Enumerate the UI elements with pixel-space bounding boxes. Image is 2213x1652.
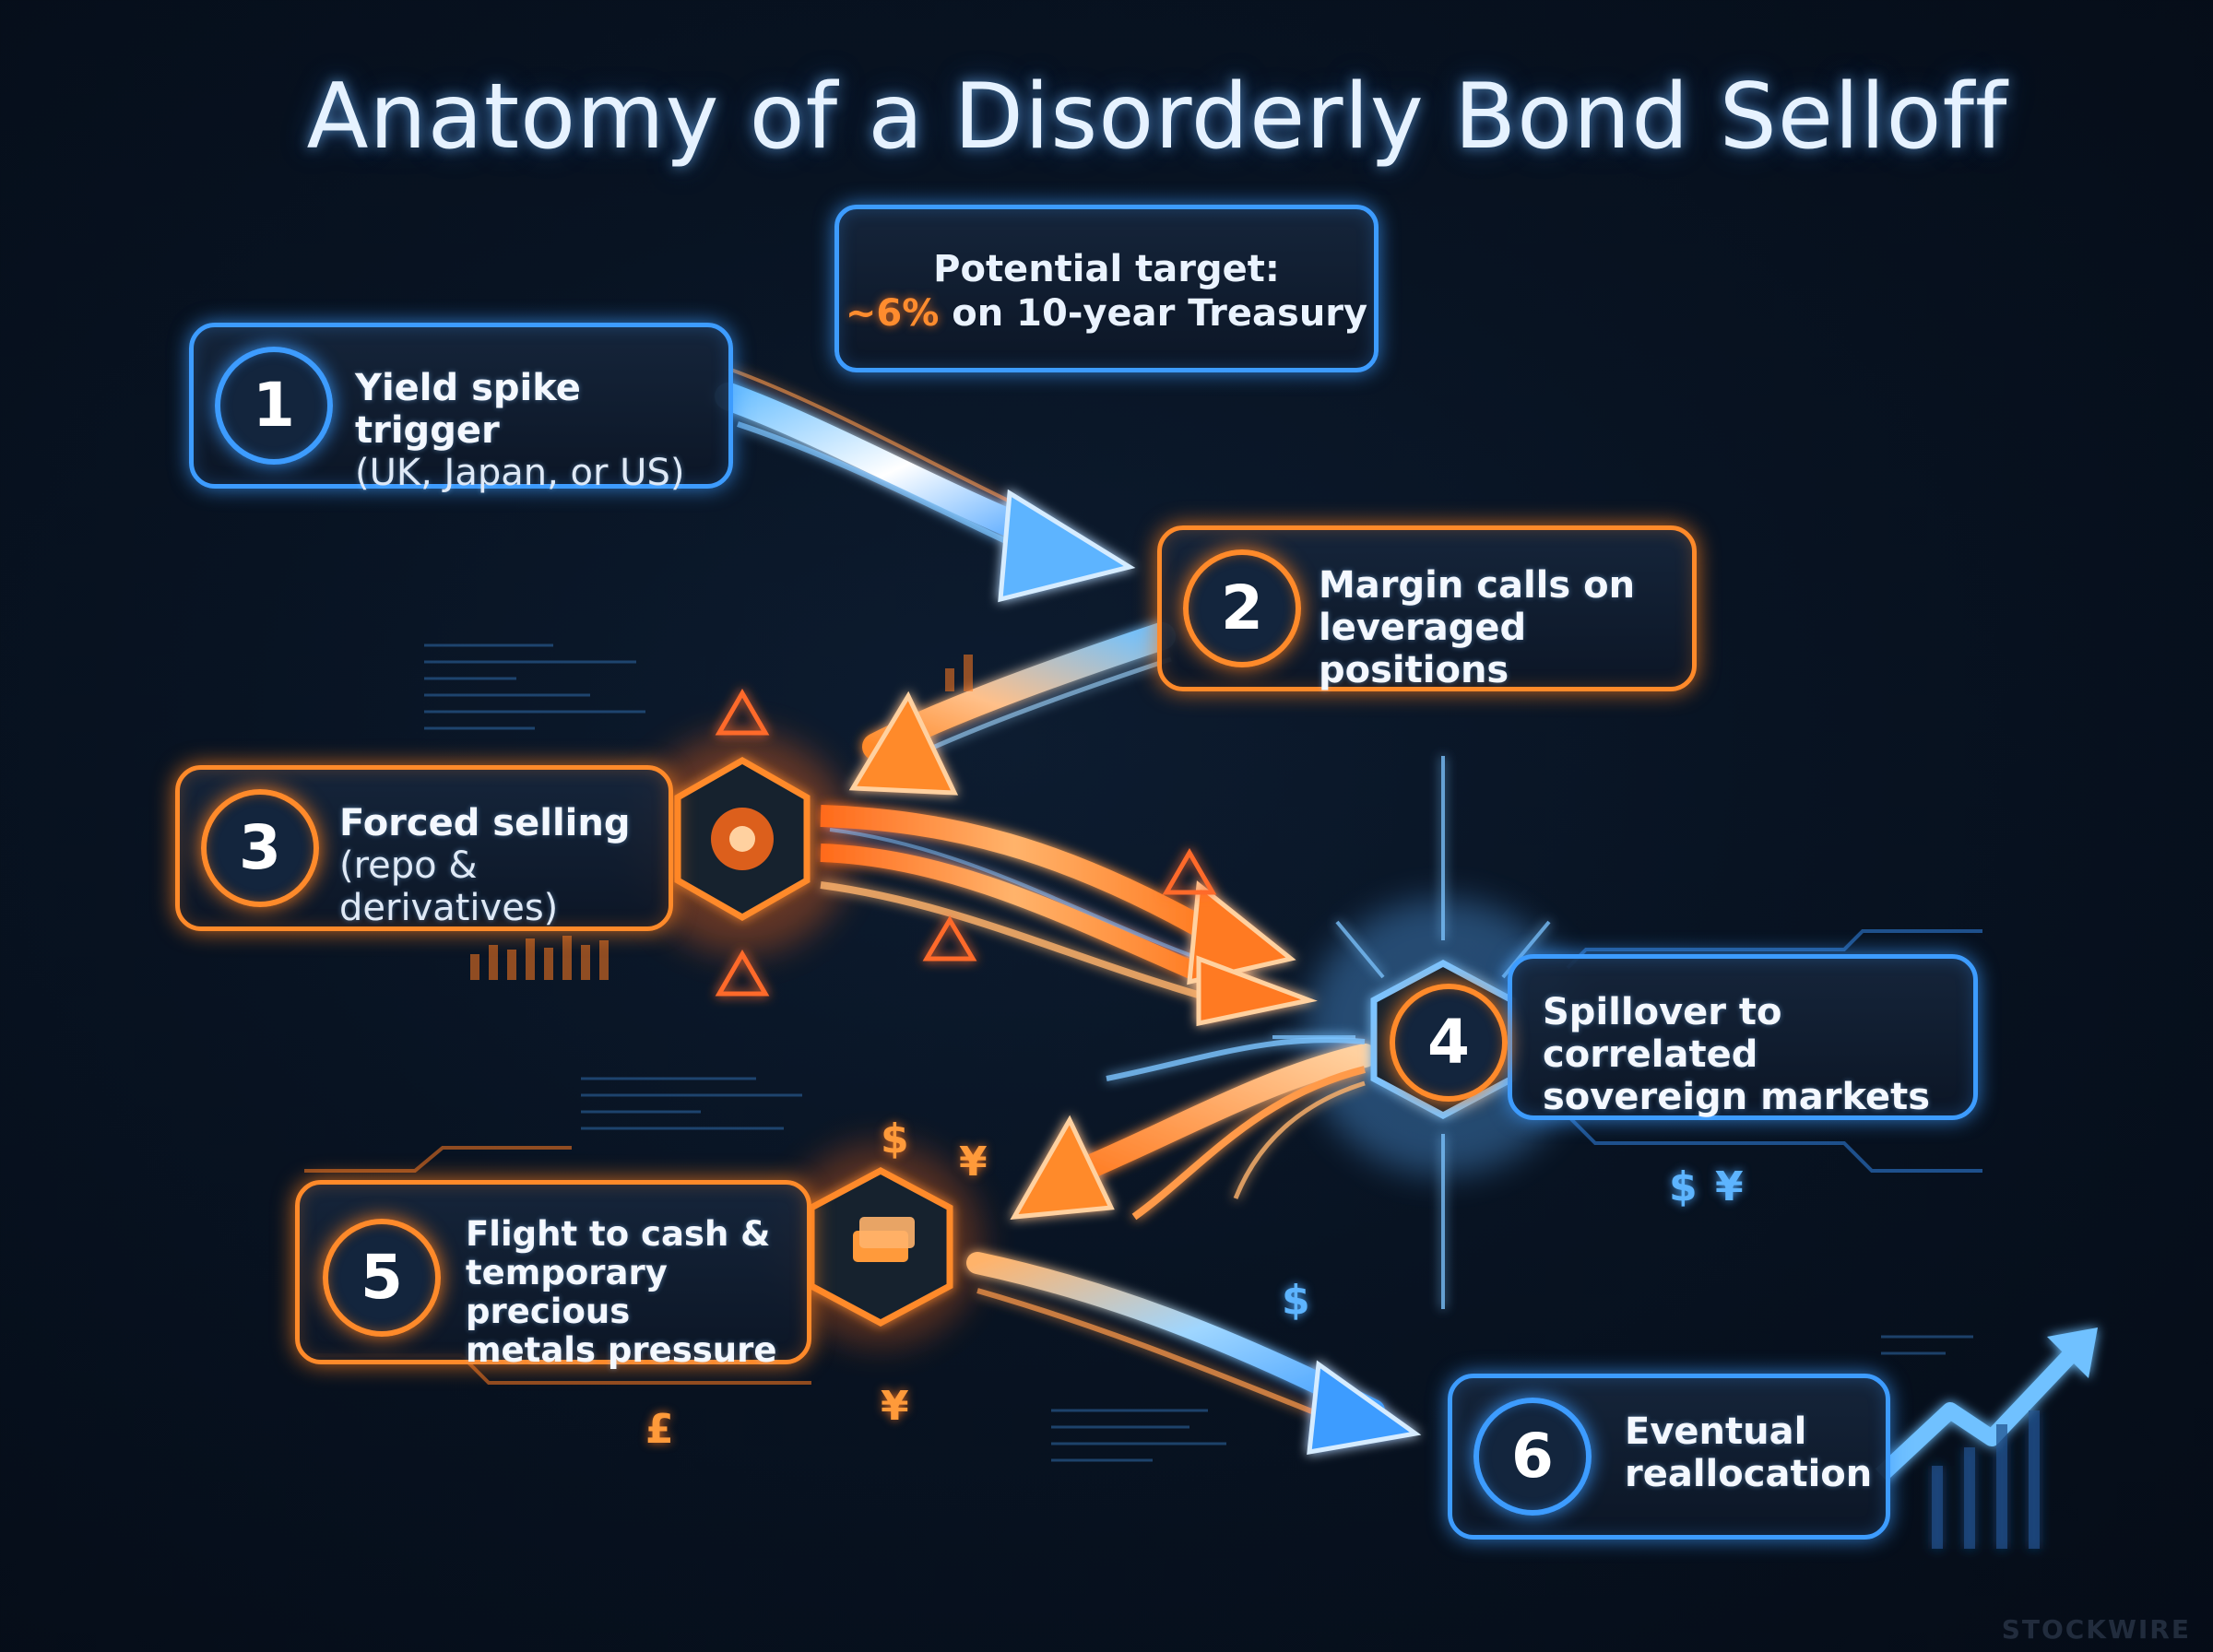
step-1-label: Yield spike trigger (UK, Japan, or US): [355, 367, 733, 494]
step-3-label: Forced selling (repo & derivatives): [339, 802, 673, 929]
step-2-node: 2 Margin calls on leveraged positions: [1157, 525, 1697, 691]
step-3-node: 3 Forced selling (repo & derivatives): [175, 765, 673, 931]
step-4-frame: [1508, 954, 1978, 1120]
target-percentage: ~6%: [845, 292, 940, 335]
dollar-icon: $: [881, 1115, 909, 1162]
step-1-subtitle: (UK, Japan, or US): [355, 452, 685, 494]
step-2-title: Margin calls on: [1319, 564, 1636, 607]
step-1-number: 1: [215, 347, 333, 465]
target-instrument: on 10-year Treasury: [939, 292, 1368, 335]
dollar-icon-blue: $: [1669, 1163, 1698, 1210]
watermark: STOCKWIRE: [2001, 1614, 2191, 1645]
step-2-number: 2: [1183, 549, 1301, 667]
yen-icon-lower: ¥: [881, 1383, 909, 1430]
step-3-subtitle: (repo & derivatives): [339, 844, 559, 929]
arrow-4-to-5: [1010, 1037, 1377, 1221]
hexagon-step-3: [674, 756, 811, 922]
step-5-node: 5 Flight to cash & temporary precious me…: [295, 1180, 811, 1370]
step-1-title: Yield spike trigger: [355, 367, 581, 452]
dollar-icon-small: $: [1282, 1277, 1310, 1324]
step-4-subtitle: sovereign markets: [1543, 1076, 1931, 1118]
step-5-title: Flight to cash &: [466, 1214, 771, 1254]
arrow-3-to-4: [820, 805, 1318, 1027]
step-4-node: Spillover to correlated sovereign market…: [1508, 954, 1978, 1120]
yen-icon-blue: ¥: [1715, 1163, 1744, 1210]
step-1-node: 1 Yield spike trigger (UK, Japan, or US): [189, 323, 733, 494]
step-5-subtitle-1: temporary precious: [466, 1253, 668, 1331]
step-6-label: Eventual reallocation: [1625, 1410, 1872, 1495]
potential-target-callout: Potential target: ~6% on 10-year Treasur…: [834, 205, 1379, 372]
yen-icon: ¥: [959, 1139, 988, 1186]
step-2-subtitle: leveraged positions: [1319, 607, 1527, 691]
hexagon-step-5: [808, 1167, 953, 1327]
warning-icons: [715, 689, 1217, 997]
step-6-title: Eventual: [1625, 1410, 1807, 1453]
step-3-title: Forced selling: [339, 802, 631, 844]
step-2-label: Margin calls on leveraged positions: [1319, 564, 1697, 691]
step-6-number: 6: [1473, 1398, 1592, 1516]
step-6-subtitle: reallocation: [1625, 1453, 1873, 1495]
decorative-data-lines: [424, 643, 1973, 1462]
arrow-5-to-6: [966, 1252, 1422, 1456]
pound-icon: £: [645, 1406, 674, 1453]
callout-line-2: ~6% on 10-year Treasury: [834, 291, 1379, 336]
step-4-title: Spillover to correlated: [1543, 991, 1782, 1076]
step-5-label: Flight to cash & temporary precious meta…: [466, 1215, 811, 1370]
step-5-subtitle-2: metals pressure: [466, 1330, 777, 1370]
rising-arrow: [1875, 1328, 2098, 1549]
callout-text: Potential target: ~6% on 10-year Treasur…: [834, 247, 1379, 336]
decorative-bars: [470, 655, 973, 980]
arrow-2-to-3: [848, 622, 1176, 796]
step-5-number: 5: [323, 1219, 441, 1337]
step-6-node: 6 Eventual reallocation: [1448, 1374, 1890, 1540]
page-title: Anatomy of a Disorderly Bond Selloff: [306, 65, 2008, 170]
step-4-number: 4: [1390, 984, 1508, 1102]
arrow-1-to-2: [715, 367, 1136, 603]
step-3-number: 3: [201, 789, 319, 907]
step-4-label: Spillover to correlated sovereign market…: [1543, 991, 1978, 1118]
callout-line-1: Potential target:: [933, 248, 1280, 290]
callout-frame: [834, 205, 1379, 372]
